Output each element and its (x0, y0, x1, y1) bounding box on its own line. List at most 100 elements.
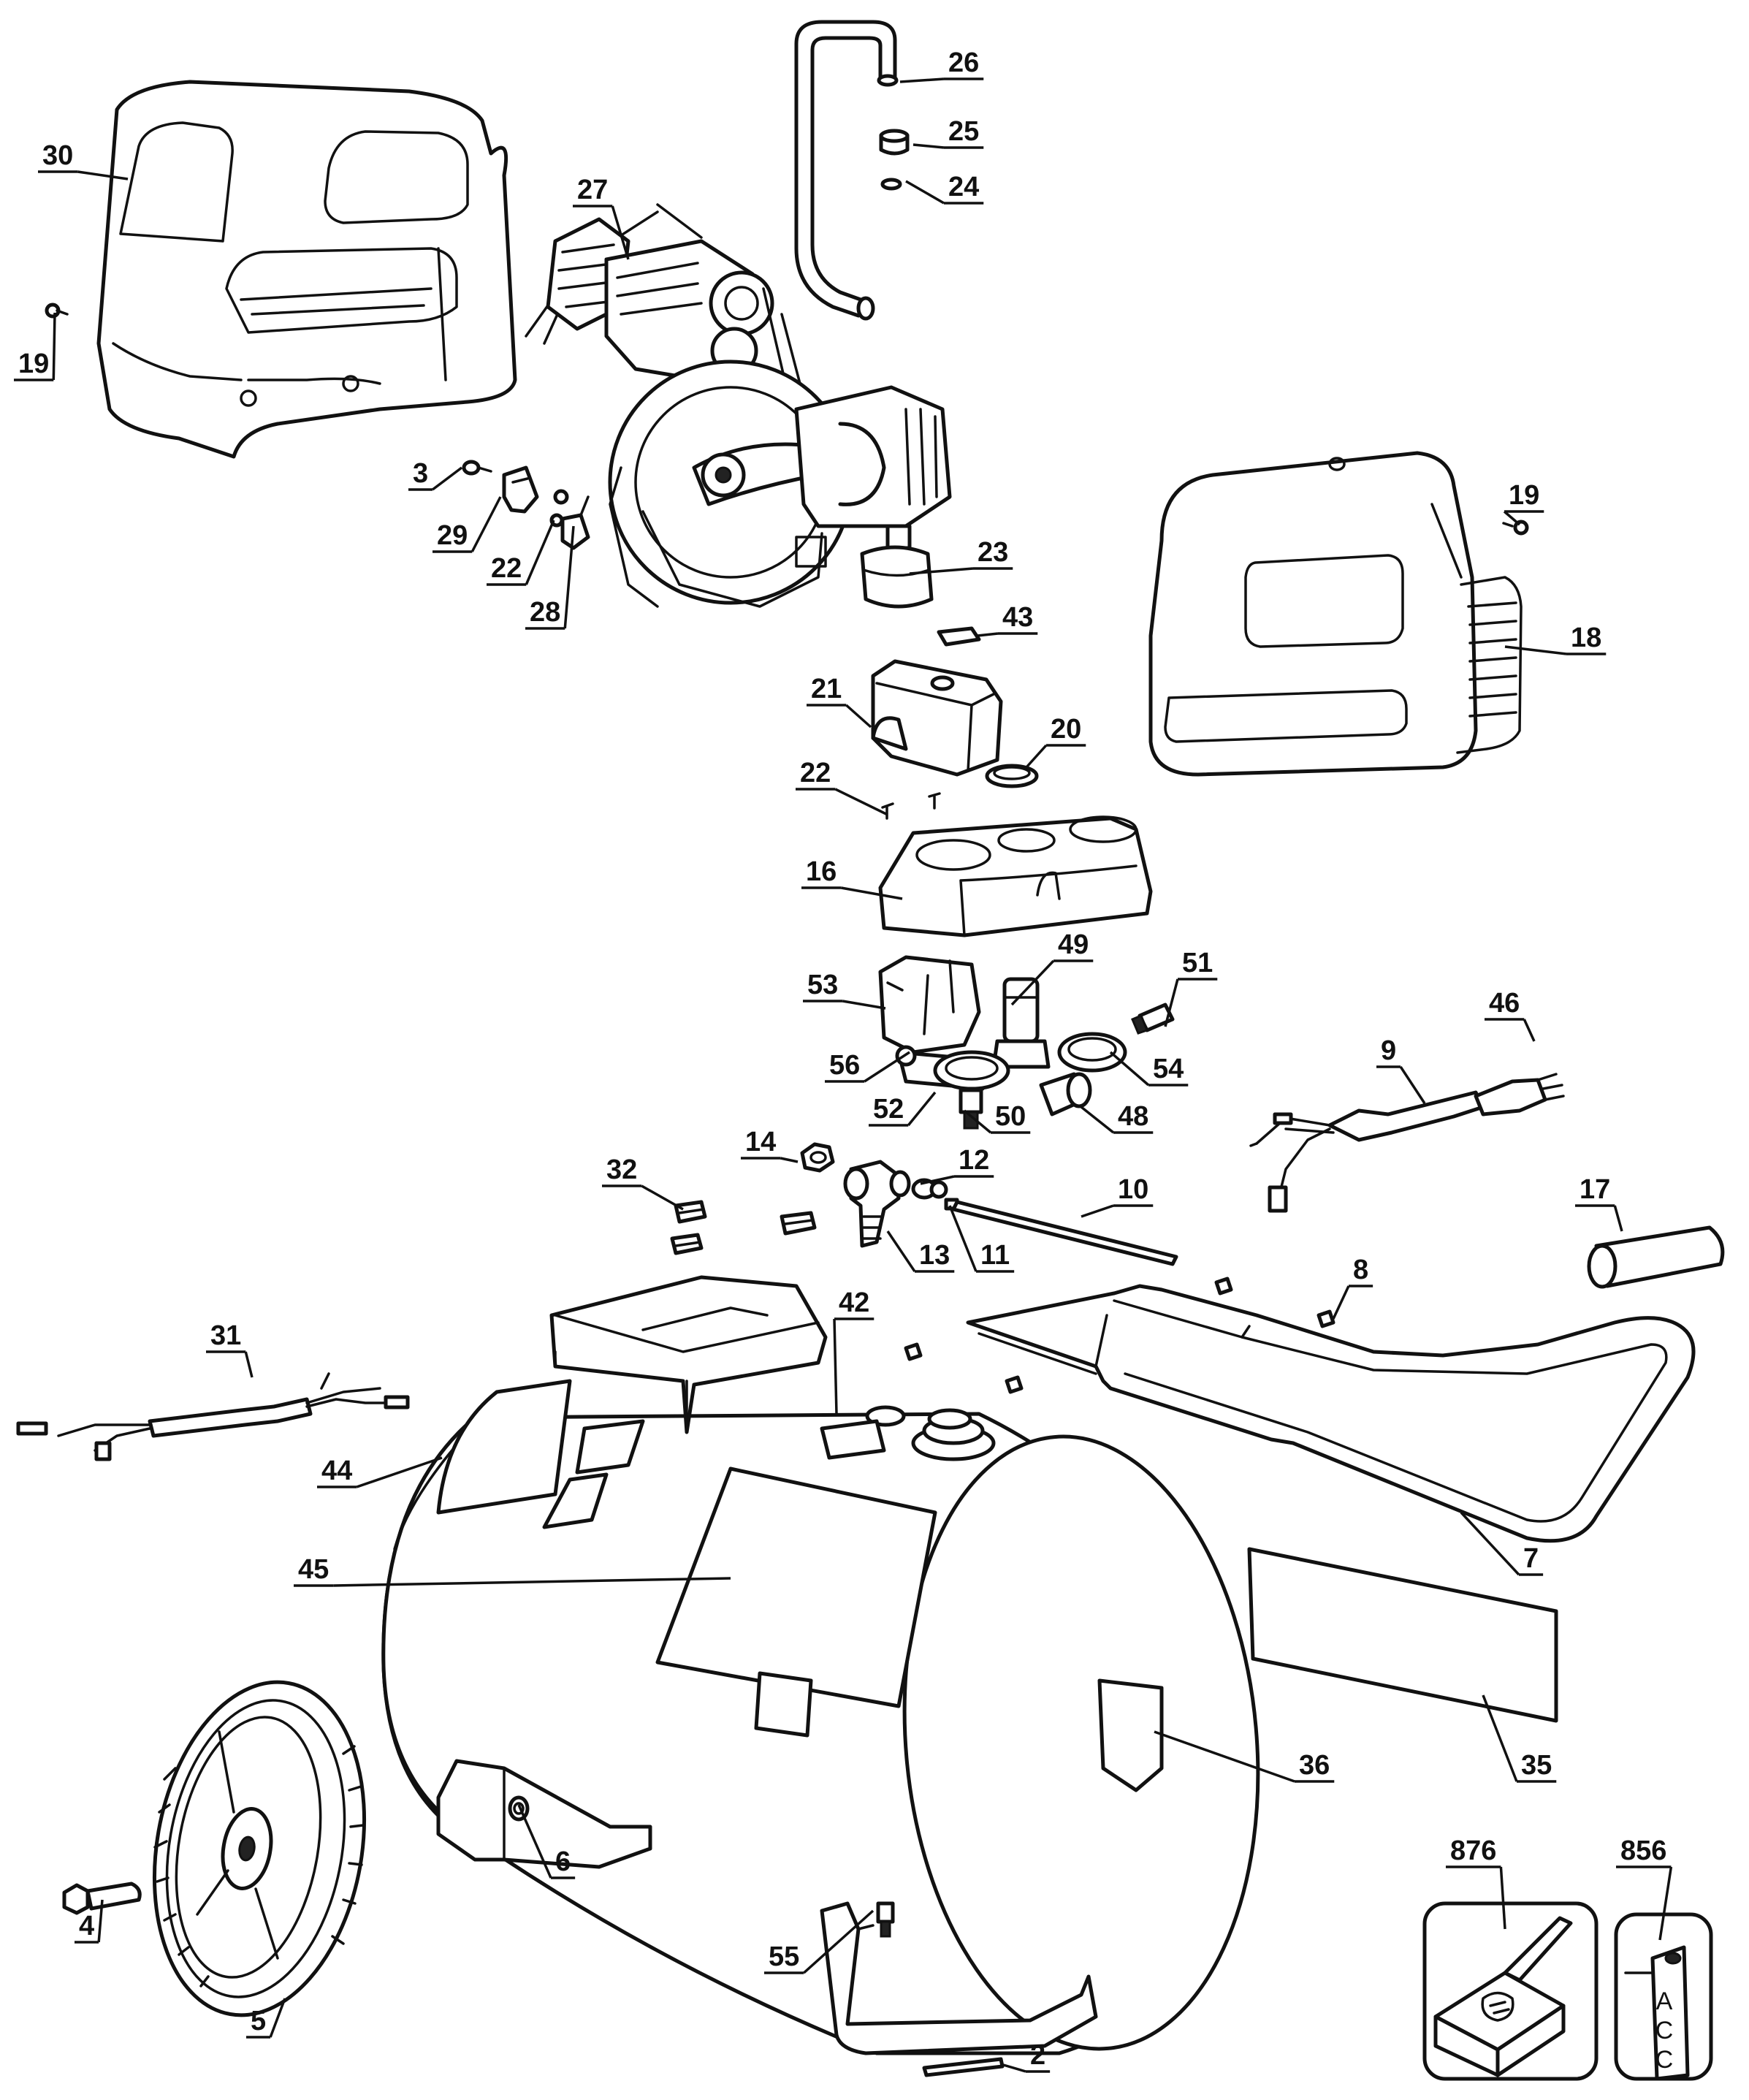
callout-c29: 29 (433, 496, 502, 553)
leader-line (948, 1205, 978, 1272)
wheel-part-5 (152, 1680, 367, 2017)
leader-line (470, 496, 502, 552)
part-number-label: 30 (42, 140, 73, 171)
part-number-label: 52 (873, 1094, 904, 1125)
leader-line (1503, 510, 1521, 526)
callout-labels: 2625243027193292228231918432120221649515… (14, 47, 1673, 2073)
leader-line (1000, 2063, 1026, 2073)
part-number-label: 12 (959, 1145, 989, 1176)
leader-line (899, 77, 945, 83)
leader-line (842, 1000, 886, 1010)
callout-c24: 24 (905, 172, 984, 205)
callout-c11: 11 (948, 1205, 1015, 1273)
leader-line (333, 1577, 731, 1587)
check-valve-part-13 (843, 1160, 911, 1248)
part-number-label: 54 (1153, 1054, 1184, 1084)
part-number-label: 25 (948, 116, 979, 147)
part-number-label: 19 (1509, 480, 1539, 511)
callout-c3: 3 (408, 458, 463, 491)
part-number-label: 49 (1058, 929, 1089, 960)
leader-line (269, 1998, 286, 2038)
callout-c49: 49 (1010, 929, 1094, 1006)
pressure-gauge-part-54 (1057, 1032, 1127, 1073)
foot-pad-part-2 (922, 2057, 1005, 2077)
part-number-label: 55 (769, 1941, 799, 1972)
leader-line (833, 1318, 838, 1415)
wire-harness-part-31 (16, 1372, 410, 1461)
callout-c26: 26 (899, 47, 984, 83)
leader-line (1482, 1694, 1518, 1782)
part-number-label: 46 (1489, 988, 1520, 1019)
switch-cover-part-21 (871, 659, 1003, 777)
leader-line (963, 1109, 992, 1134)
callout-c17: 17 (1575, 1174, 1623, 1232)
part-number-label: 44 (321, 1456, 352, 1486)
rubber-pads-part-32 (670, 1200, 817, 1255)
fitting-part-51 (1131, 1003, 1175, 1035)
part-number-label: 17 (1580, 1174, 1610, 1205)
leader-line (1332, 1285, 1350, 1320)
part-number-label: 3 (413, 458, 428, 489)
leader-line (517, 1804, 552, 1879)
callout-c8: 8 (1332, 1255, 1373, 1320)
part-number-label: 876 (1450, 1835, 1496, 1866)
callout-c42: 42 (833, 1287, 874, 1415)
part-number-label: 32 (606, 1154, 637, 1185)
callout-c856: 856 (1616, 1835, 1673, 1941)
screw-part-22-lower (881, 792, 941, 820)
leader-line (641, 1184, 684, 1211)
air-filter-part-23 (860, 524, 934, 609)
callout-c27: 27 (573, 175, 630, 260)
accessory-card-part-856: A C C (1614, 1912, 1713, 2081)
part-number-label: 56 (829, 1050, 860, 1081)
leader-line (1080, 1106, 1115, 1134)
console-housing-part-16 (878, 815, 1153, 937)
callout-c19b: 19 (1503, 480, 1544, 526)
part-number-label: 18 (1571, 623, 1601, 653)
callout-c2: 2 (1000, 2040, 1051, 2073)
handle-part-7 (966, 1284, 1696, 1543)
part-number-label: 14 (745, 1127, 776, 1157)
leader-line (1399, 1066, 1426, 1104)
callout-c36: 36 (1154, 1730, 1335, 1783)
accessory-letter-2: C (1655, 2017, 1674, 2044)
callout-c13: 13 (886, 1230, 955, 1273)
leader-line (886, 1230, 916, 1272)
callout-c54: 54 (1109, 1051, 1189, 1087)
leader-line (356, 1456, 443, 1488)
callout-c32: 32 (602, 1154, 684, 1211)
part-number-label: 22 (800, 758, 831, 788)
part-number-label: 53 (807, 970, 838, 1000)
callout-c12: 12 (920, 1145, 994, 1185)
part-number-label: 42 (839, 1287, 869, 1318)
leader-line (1109, 1051, 1150, 1087)
part-number-label: 5 (251, 2006, 266, 2036)
screws-part-8 (904, 1277, 1335, 1394)
callout-c31: 31 (206, 1320, 254, 1378)
part-number-label: 48 (1118, 1101, 1148, 1132)
leader-line (907, 1091, 937, 1127)
callout-c4: 4 (75, 1899, 104, 1944)
accessory-letter-3: C (1655, 2046, 1674, 2074)
part-number-label: 22 (491, 553, 522, 584)
plate-part-28 (560, 495, 590, 550)
leader-line (1025, 744, 1048, 769)
leader-line (1523, 1019, 1536, 1042)
power-cord-part-9 (1249, 1090, 1485, 1213)
leader-line (1081, 1204, 1114, 1218)
accessory-box-part-876 (1422, 1901, 1599, 2081)
nut-part-25 (879, 129, 910, 156)
callout-c51: 51 (1164, 948, 1218, 1027)
leader-line (1460, 1511, 1520, 1576)
shroud-cover-part-18 (1148, 451, 1523, 777)
motor-pump-assembly-part-27 (525, 203, 952, 608)
callout-c53: 53 (803, 970, 886, 1010)
callout-c20: 20 (1025, 714, 1086, 769)
leader-line (1154, 1730, 1295, 1783)
part-number-label: 35 (1521, 1750, 1552, 1781)
accessory-letter-1: A (1656, 1987, 1673, 2015)
callout-c45: 45 (294, 1554, 731, 1587)
callout-c6: 6 (517, 1804, 576, 1879)
leader-line (864, 1051, 910, 1083)
